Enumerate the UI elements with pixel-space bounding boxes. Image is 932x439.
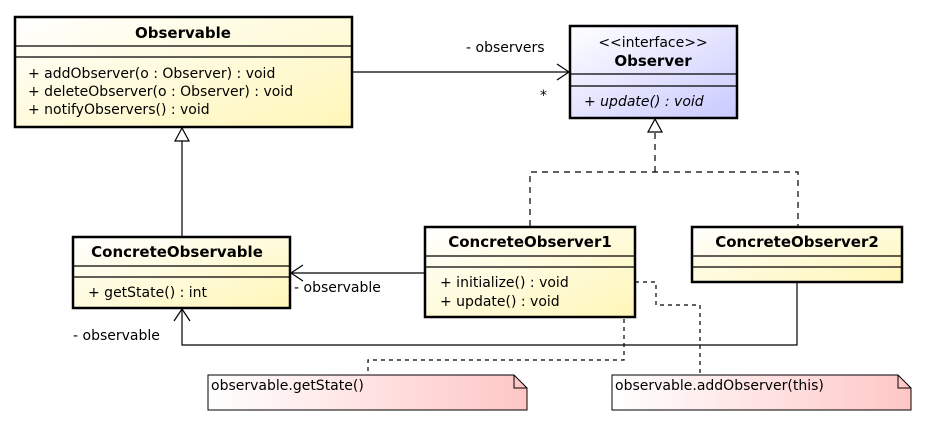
observable-role-label-2: - observable [73,328,160,344]
class-name: Observer [614,52,692,70]
inheritance-arrow [173,126,191,236]
class-name: ConcreteObservable [91,243,263,261]
method: + initialize() : void [440,275,569,291]
note-text: observable.addObserver(this) [615,378,824,394]
note-get-state[interactable]: observable.getState() [207,374,528,411]
method: + getState() : int [88,285,208,301]
note-add-observer[interactable]: observable.addObserver(this) [611,374,912,411]
method: + deleteObserver(o : Observer) : void [28,84,293,100]
observable-association-1 [289,264,424,282]
stereotype-label: <<interface>> [598,35,707,51]
method: + addObserver(o : Observer) : void [28,66,275,82]
class-name: Observable [135,24,231,42]
method: + update() : void [440,294,560,310]
method: + update() : void [584,94,704,110]
class-observable[interactable]: Observable + addObserver(o : Observer) :… [13,15,354,129]
interface-observer[interactable]: <<interface>> Observer + update() : void [568,24,739,120]
observers-role-label: - observers [466,40,545,56]
class-concrete-observable[interactable]: ConcreteObservable + getState() : int [71,235,292,310]
note-text: observable.getState() [211,378,364,394]
class-name: ConcreteObserver1 [448,233,612,251]
class-concrete-observer1[interactable]: ConcreteObserver1 + initialize() : void … [423,225,637,319]
observable-role-label-1: - observable [294,280,381,296]
observers-multiplicity-label: * [540,88,547,104]
class-concrete-observer2[interactable]: ConcreteObserver2 [690,225,904,284]
realization-arrow [529,117,799,226]
observers-association [352,63,571,81]
method: + notifyObservers() : void [28,102,210,118]
class-name: ConcreteObserver2 [715,233,879,251]
